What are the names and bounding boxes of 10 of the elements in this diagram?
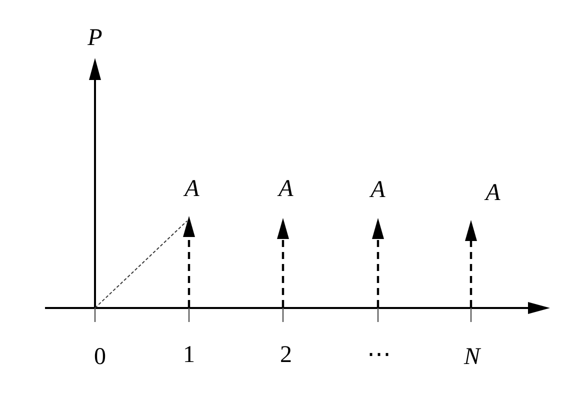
tick-label: 0 bbox=[94, 345, 106, 369]
amount-label: A bbox=[486, 181, 500, 205]
axis-label: P bbox=[88, 26, 102, 50]
tick-label: 2 bbox=[280, 343, 292, 367]
tick-label: ⋯ bbox=[367, 343, 391, 367]
amount-label: A bbox=[370, 178, 386, 202]
tick-label: N bbox=[464, 345, 480, 369]
amount-label: A bbox=[278, 177, 294, 201]
tick-label: 1 bbox=[183, 343, 195, 367]
amount-label: A bbox=[184, 177, 200, 201]
